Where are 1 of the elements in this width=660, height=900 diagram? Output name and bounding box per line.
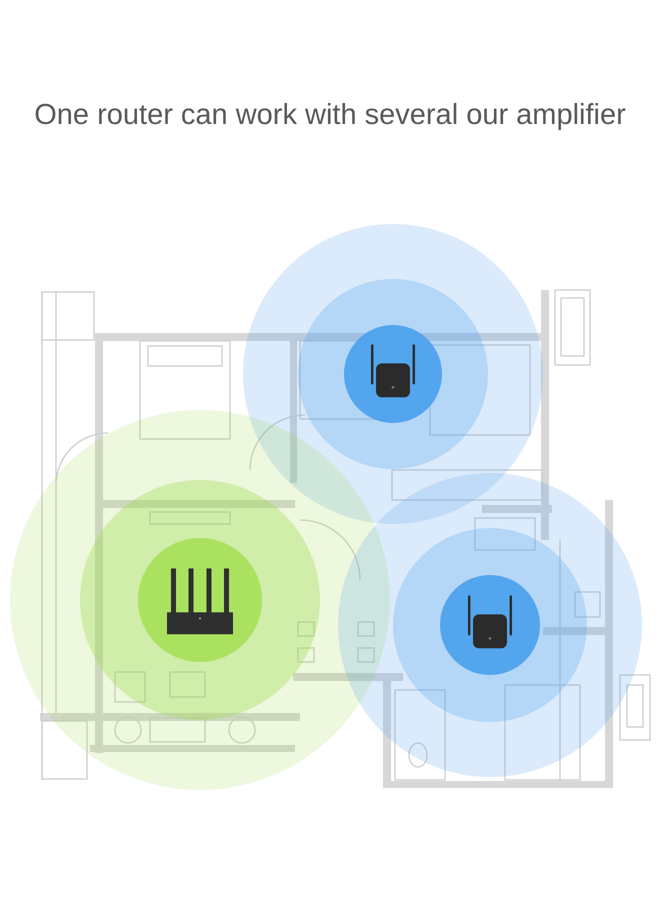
title: One router can work with several our amplifier bbox=[34, 98, 626, 133]
